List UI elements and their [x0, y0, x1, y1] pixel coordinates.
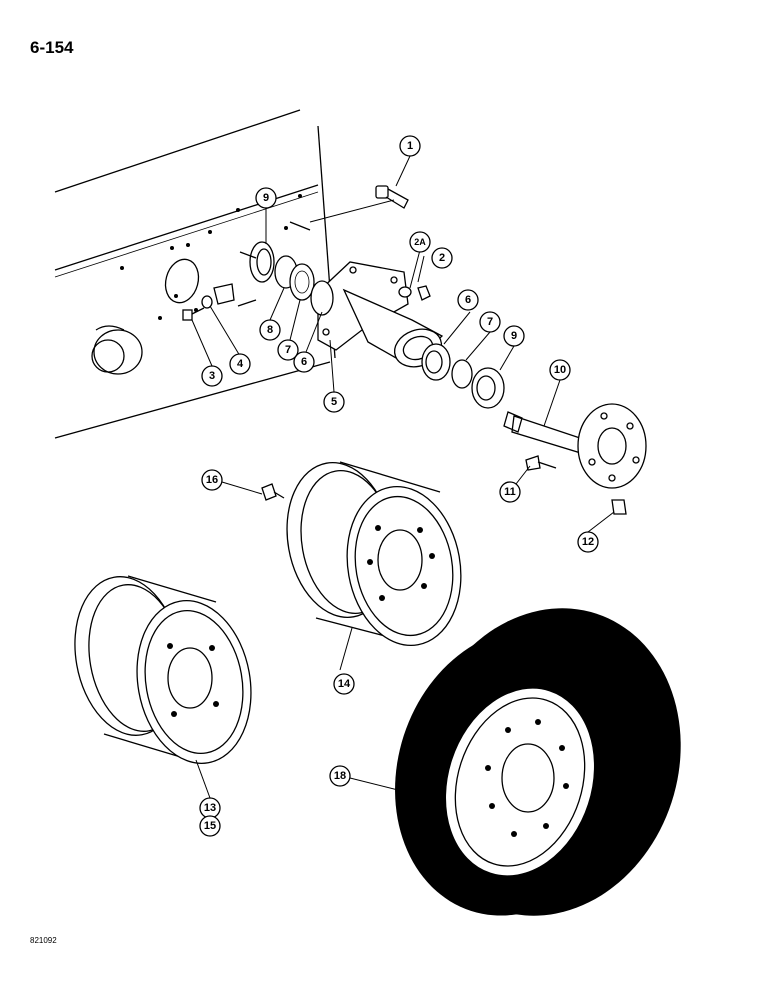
callout-7-left: 7 [277, 339, 299, 361]
svg-text:13: 13 [204, 802, 216, 814]
svg-text:15: 15 [204, 820, 216, 832]
svg-text:3: 3 [209, 370, 215, 382]
drawing-reference-number: 821092 [30, 936, 57, 945]
svg-text:8: 8 [267, 324, 273, 336]
svg-text:1: 1 [407, 140, 413, 152]
callout-6-right: 6 [457, 289, 479, 311]
callout-2: 2 [431, 247, 453, 269]
callout-16: 16 [201, 469, 223, 491]
wheel-rim-13 [74, 575, 252, 764]
svg-text:18: 18 [334, 770, 346, 782]
callout-11: 11 [499, 481, 521, 503]
svg-text:2: 2 [439, 252, 445, 264]
callout-2a: 2A [409, 231, 431, 253]
svg-text:9: 9 [263, 192, 269, 204]
svg-text:10: 10 [554, 364, 566, 376]
svg-text:9: 9 [511, 330, 517, 342]
bolts-and-nuts [182, 185, 627, 515]
inner-seal-bearing-set [249, 241, 334, 316]
svg-text:4: 4 [237, 358, 244, 370]
callout-14: 14 [333, 673, 355, 695]
callout-8: 8 [259, 319, 281, 341]
callout-3: 3 [201, 365, 223, 387]
side-frame-plate [54, 109, 336, 439]
callout-9-right: 9 [503, 325, 525, 347]
solid-tire-assembly [395, 608, 681, 916]
axle-housing [317, 261, 444, 368]
callout-6-left: 6 [293, 351, 315, 373]
svg-text:7: 7 [285, 344, 291, 356]
svg-text:2A: 2A [414, 237, 426, 247]
svg-text:12: 12 [582, 536, 594, 548]
callout-18: 18 [329, 765, 351, 787]
outer-bearing-set [421, 343, 505, 409]
svg-text:5: 5 [331, 396, 337, 408]
callout-13: 13 [199, 797, 221, 819]
callout-15: 15 [199, 815, 221, 837]
callout-10: 10 [549, 359, 571, 381]
axle-shaft [503, 403, 647, 489]
page-number: 6-154 [30, 38, 74, 57]
callout-12: 12 [577, 531, 599, 553]
callout-4: 4 [229, 353, 251, 375]
callout-1: 1 [399, 135, 421, 157]
svg-text:11: 11 [504, 486, 516, 498]
svg-text:14: 14 [338, 678, 351, 690]
svg-text:6: 6 [301, 356, 307, 368]
svg-text:7: 7 [487, 316, 493, 328]
callout-5: 5 [323, 391, 345, 413]
svg-text:6: 6 [465, 294, 471, 306]
svg-text:16: 16 [206, 474, 218, 486]
callout-7-right: 7 [479, 311, 501, 333]
callout-9-left: 9 [255, 187, 277, 209]
leader-lines [191, 155, 615, 799]
wheel-rim-14 [286, 461, 462, 647]
